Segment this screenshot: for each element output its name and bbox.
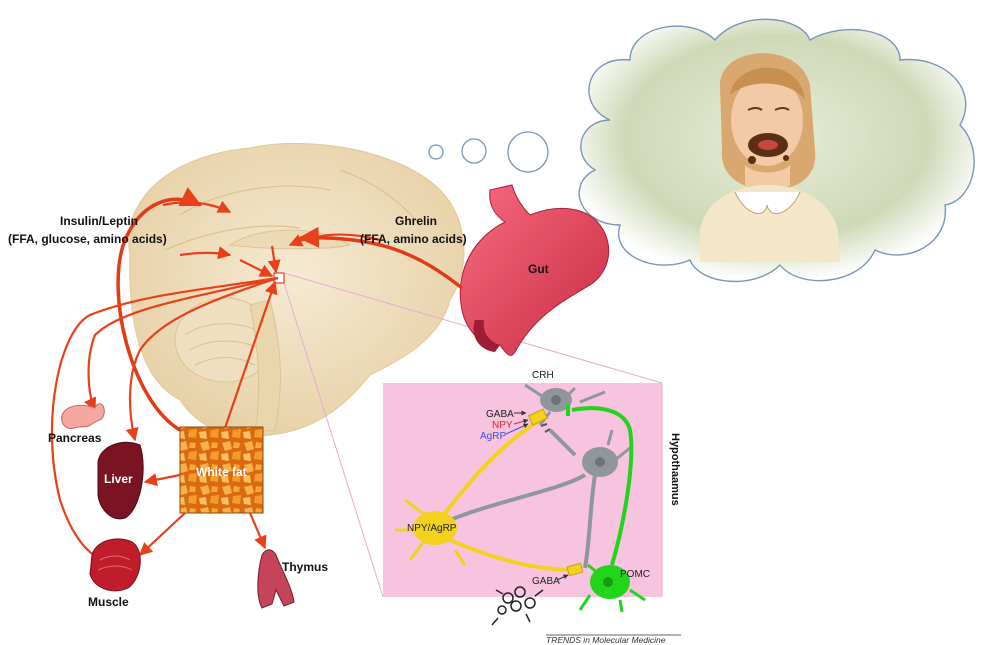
gaba-bottom-label: GABA: [532, 576, 560, 587]
muscle-label: Muscle: [88, 595, 129, 609]
white-fat-illustration: White fat: [180, 427, 263, 513]
liver-illustration: Liver: [98, 442, 143, 518]
ghrelin-sublabel: (FFA, amino acids): [360, 232, 467, 246]
agrp-label: AgRP: [480, 431, 506, 442]
crh-label: CRH: [532, 370, 554, 381]
insulin-leptin-sublabel: (FFA, glucose, amino acids): [8, 232, 167, 246]
pancreas-label: Pancreas: [48, 431, 102, 445]
pancreas-illustration: Pancreas: [48, 404, 104, 445]
liver-label: Liver: [104, 472, 133, 486]
white-fat-label: White fat: [196, 465, 247, 479]
pomc-label: POMC: [620, 569, 650, 580]
muscle-illustration: Muscle: [88, 539, 140, 609]
ghrelin-label: Ghrelin: [395, 214, 437, 228]
thymus-label: Thymus: [282, 560, 328, 574]
hypothalamus-inset: CRH NPY/AgRP P: [383, 370, 681, 612]
npy-label: NPY: [492, 420, 513, 431]
credit-text: TRENDS in Molecular Medicine: [546, 635, 666, 645]
gaba-top-label: GABA: [486, 409, 514, 420]
hypothalamus-title: Hypothaamus: [669, 433, 681, 506]
thymus-illustration: Thymus: [258, 550, 329, 608]
npy-agrp-label: NPY/AgRP: [407, 523, 457, 534]
insulin-leptin-label: Insulin/Leptin: [60, 214, 138, 228]
gut-label: Gut: [528, 262, 549, 276]
